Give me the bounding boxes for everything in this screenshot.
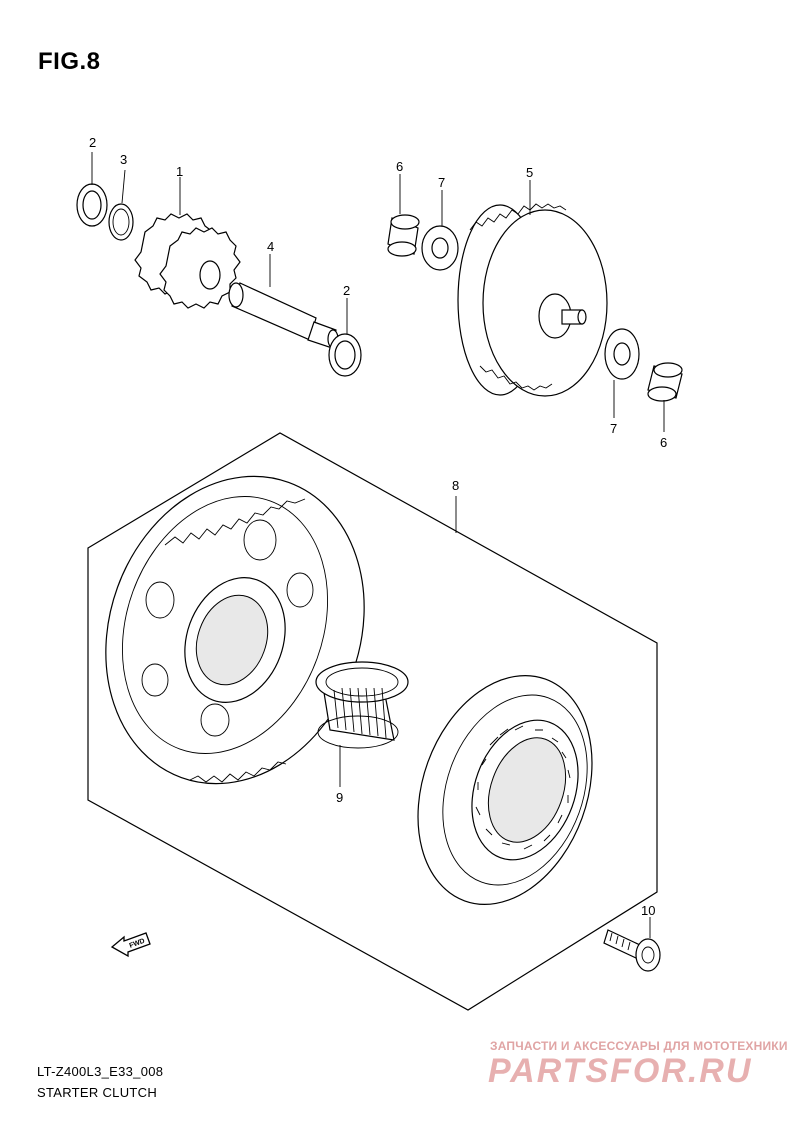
model-code: LT-Z400L3_E33_008 [37, 1064, 164, 1079]
washer-2-lower-drawing [328, 298, 362, 377]
washer-7-upper-drawing [421, 190, 459, 271]
callout-5: 5 [526, 165, 533, 180]
callout-7-upper: 7 [438, 175, 445, 190]
bolt-10-drawing [603, 917, 661, 972]
callout-9: 9 [336, 790, 343, 805]
forward-arrow-icon: FWD [110, 932, 151, 958]
watermark-logo: PARTSFOR.RU [488, 1052, 753, 1090]
bushing-6-upper-drawing [387, 174, 420, 257]
bushing-6-lower-drawing [647, 362, 683, 432]
circlip-3-drawing [108, 169, 134, 241]
callout-8: 8 [452, 478, 459, 493]
needle-bearing-9-drawing [315, 661, 409, 787]
callout-10: 10 [641, 903, 655, 918]
callout-3: 3 [120, 152, 127, 167]
callout-7-lower: 7 [610, 421, 617, 436]
figure-title: FIG.8 [38, 48, 101, 75]
callout-4: 4 [267, 239, 274, 254]
callout-6-lower: 6 [660, 435, 667, 450]
assembly-name: STARTER CLUTCH [37, 1085, 158, 1100]
watermark-tagline: ЗАПЧАСТИ И АКСЕССУАРЫ ДЛЯ МОТОТЕХНИКИ [490, 1039, 788, 1053]
callout-6-upper: 6 [396, 159, 403, 174]
callout-1: 1 [176, 164, 183, 179]
washer-7-lower-drawing [604, 328, 640, 418]
gear-1-drawing [134, 177, 241, 309]
gear-5-drawing [457, 180, 608, 397]
callout-2-upper: 2 [89, 135, 96, 150]
shaft-4-drawing [228, 254, 339, 349]
callout-2-lower: 2 [343, 283, 350, 298]
clutch-housing-8-drawing [417, 675, 593, 905]
starter-clutch-assembly-8-box [87, 432, 658, 1011]
washer-2-upper-drawing [76, 152, 108, 227]
ring-gear-8-drawing [105, 475, 365, 785]
